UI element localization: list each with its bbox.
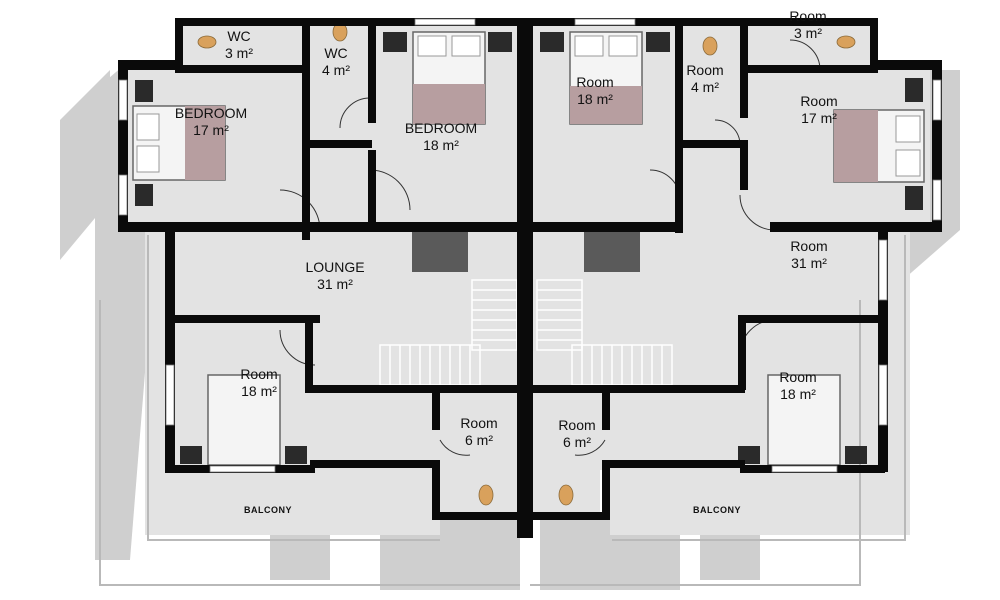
room-name: Room <box>686 62 724 78</box>
room-name: Room <box>800 93 838 109</box>
label-room-bath-left: Room 6 m² <box>460 415 497 449</box>
room-area: 17 m² <box>193 122 229 138</box>
label-room-right-bed: Room 17 m² <box>800 93 837 127</box>
label-bedroom-center: BEDROOM 18 m² <box>405 120 477 154</box>
stairs-left <box>379 232 518 386</box>
label-balcony-right: BALCONY <box>693 505 741 515</box>
bed-top-right-center <box>569 31 643 125</box>
windows <box>118 18 942 473</box>
room-area: 31 m² <box>791 255 827 271</box>
nightstands <box>135 32 923 464</box>
room-name: Room <box>240 366 278 382</box>
room-name: Room <box>576 74 614 90</box>
room-name: BEDROOM <box>174 105 248 121</box>
room-area: 18 m² <box>423 137 459 153</box>
label-room-bottom-left: Room 18 m² <box>240 366 277 400</box>
toilets <box>197 22 856 506</box>
label-room-right-lounge: Room 31 m² <box>790 238 827 272</box>
label-room-top-wc: Room 4 m² <box>686 62 723 96</box>
room-area: 6 m² <box>464 432 493 448</box>
room-name: Room <box>790 238 828 254</box>
balcony-rails <box>99 235 906 586</box>
label-bedroom-left: BEDROOM 17 m² <box>175 105 247 139</box>
room-area: 3 m² <box>225 45 253 61</box>
room-name: Room <box>779 369 817 385</box>
room-area: 18 m² <box>780 386 816 402</box>
bed-bottom-right <box>767 374 841 466</box>
room-area: 6 m² <box>562 434 591 450</box>
room-name: WC <box>324 45 348 61</box>
room-area: 4 m² <box>322 62 350 78</box>
label-wc-mid: WC 4 m² <box>322 45 350 79</box>
label-wc-left: WC 3 m² <box>225 28 253 62</box>
bed-left <box>132 105 226 181</box>
label-room-bottom-right: Room 18 m² <box>779 369 816 403</box>
stairs-right <box>536 232 673 386</box>
beds <box>132 31 925 466</box>
room-area: 31 m² <box>317 276 353 292</box>
label-balcony-left: BALCONY <box>244 505 292 515</box>
room-name: Room <box>460 415 498 431</box>
bed-bottom-left <box>207 374 281 466</box>
label-room-top-right: Room 3 m² <box>789 8 826 42</box>
room-name: LOUNGE <box>305 259 365 275</box>
room-area: 18 m² <box>577 91 613 107</box>
room-name: BEDROOM <box>404 120 478 136</box>
bed-right <box>833 109 925 183</box>
bed-center <box>412 31 486 125</box>
room-area: 17 m² <box>801 110 837 126</box>
room-name: WC <box>227 28 251 44</box>
label-room-bath-right: Room 6 m² <box>558 417 595 451</box>
room-area: 3 m² <box>793 25 822 41</box>
label-lounge: LOUNGE 31 m² <box>305 259 364 293</box>
room-name: Room <box>558 417 596 433</box>
room-area: 18 m² <box>241 383 277 399</box>
room-area: 4 m² <box>690 79 719 95</box>
label-room-top-center: Room 18 m² <box>576 74 613 108</box>
room-name: Room <box>789 8 827 24</box>
walls <box>118 18 942 538</box>
